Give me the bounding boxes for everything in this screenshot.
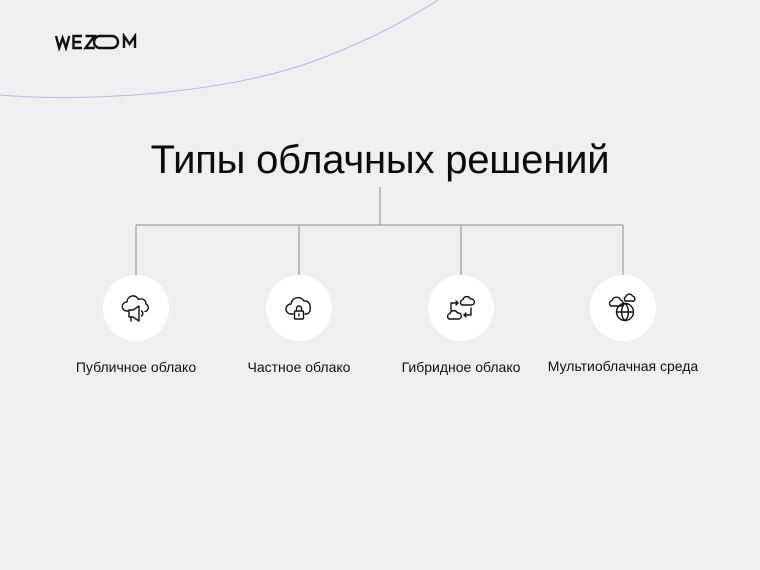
node-label-private-cloud: Частное облако <box>247 359 351 375</box>
cloud-lock-icon <box>285 296 311 320</box>
cloud-megaphone-icon <box>121 295 149 322</box>
hybrid-cloud-icon <box>446 295 476 320</box>
node-label-multi-cloud: Мультиоблачная среда <box>547 358 699 374</box>
node-label-public-cloud: Публичное облако <box>75 359 197 375</box>
wezom-logo[interactable] <box>54 32 147 53</box>
wezom-logo-mark <box>54 32 137 53</box>
node-label-hybrid-cloud: Гибридное облако <box>401 359 521 375</box>
node-private-cloud <box>266 275 332 341</box>
node-multi-cloud <box>590 275 656 341</box>
node-hybrid-cloud <box>428 275 494 341</box>
cloud-globe-icon <box>608 293 636 322</box>
node-public-cloud <box>103 275 169 341</box>
decorative-arc <box>0 0 439 98</box>
diagram-title: Типы облачных решений <box>150 138 610 182</box>
